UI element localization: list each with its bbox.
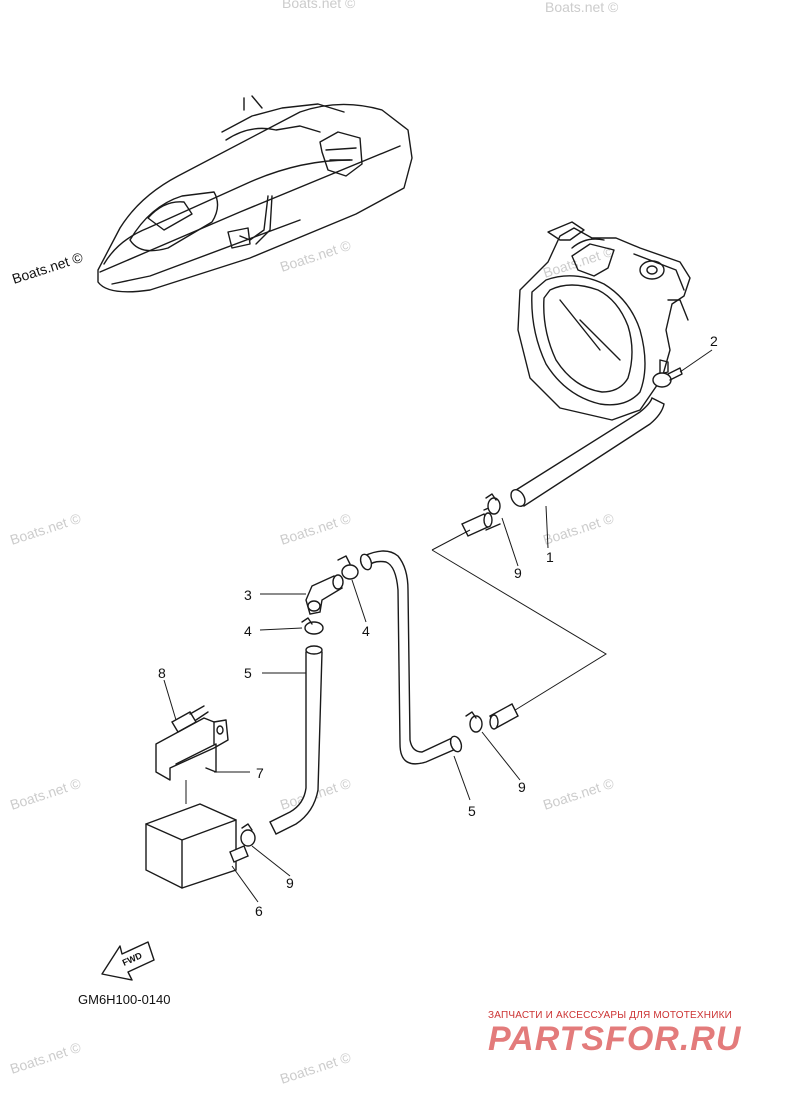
callout-9: 9 <box>514 565 522 581</box>
diagram-code: GM6H100-0140 <box>78 992 171 1007</box>
leader-lines <box>163 349 713 903</box>
clamp-part-4-left <box>301 617 324 635</box>
callout-9: 9 <box>286 875 294 891</box>
watermark-text: Boats.net © <box>541 510 616 548</box>
clamp-part-9-lower <box>240 823 256 847</box>
callout-4: 4 <box>244 623 252 639</box>
watermark-text: Boats.net © <box>8 1039 83 1077</box>
watermark-text: Boats.net © <box>282 0 356 11</box>
callout-2: 2 <box>710 333 718 349</box>
callout-5: 5 <box>468 803 476 819</box>
callout-8: 8 <box>158 665 166 681</box>
hose-part-5-center <box>359 550 463 765</box>
callout-labels: 1 2 3 4 4 5 5 6 7 8 9 9 9 <box>158 333 718 919</box>
jet-pump-housing <box>517 221 691 421</box>
hose-part-5-left <box>269 645 323 835</box>
clamp-part-9-upper <box>485 493 501 515</box>
clamp-part-4-right <box>337 555 359 580</box>
callout-4: 4 <box>362 623 370 639</box>
watermark-text: Boats.net © <box>278 237 353 275</box>
callout-3: 3 <box>244 587 252 603</box>
fwd-arrow: FWD <box>101 941 155 981</box>
clamp-part-9-middle <box>465 711 483 733</box>
callout-1: 1 <box>546 549 554 565</box>
callout-5: 5 <box>244 665 252 681</box>
watermark-text: Boats.net © <box>278 510 353 548</box>
callout-9: 9 <box>518 779 526 795</box>
watermark-text: Boats.net © <box>541 775 616 813</box>
filter-box-part-6 <box>145 803 249 889</box>
callout-6: 6 <box>255 903 263 919</box>
elbow-valve-part-3 <box>305 574 344 615</box>
watermark-text: Boats.net © <box>8 510 83 548</box>
hose-part-1 <box>510 397 665 508</box>
fitting-lower <box>489 703 519 730</box>
watermark-text-dark: Boats.net © <box>10 249 85 287</box>
watermark-text: Boats.net © <box>8 775 83 813</box>
callout-7: 7 <box>256 765 264 781</box>
bracket-part-7 <box>155 717 229 781</box>
watermark-text: Boats.net © <box>278 1049 353 1087</box>
connection-leader-line <box>431 529 607 713</box>
shop-tagline: ЗАПЧАСТИ И АКСЕССУАРЫ ДЛЯ МОТОТЕХНИКИ <box>488 1010 733 1021</box>
watermark-text: Boats.net © <box>545 0 619 15</box>
watercraft-overview <box>97 95 413 293</box>
shop-logo-text: PARTSFOR.RU <box>488 1020 742 1058</box>
